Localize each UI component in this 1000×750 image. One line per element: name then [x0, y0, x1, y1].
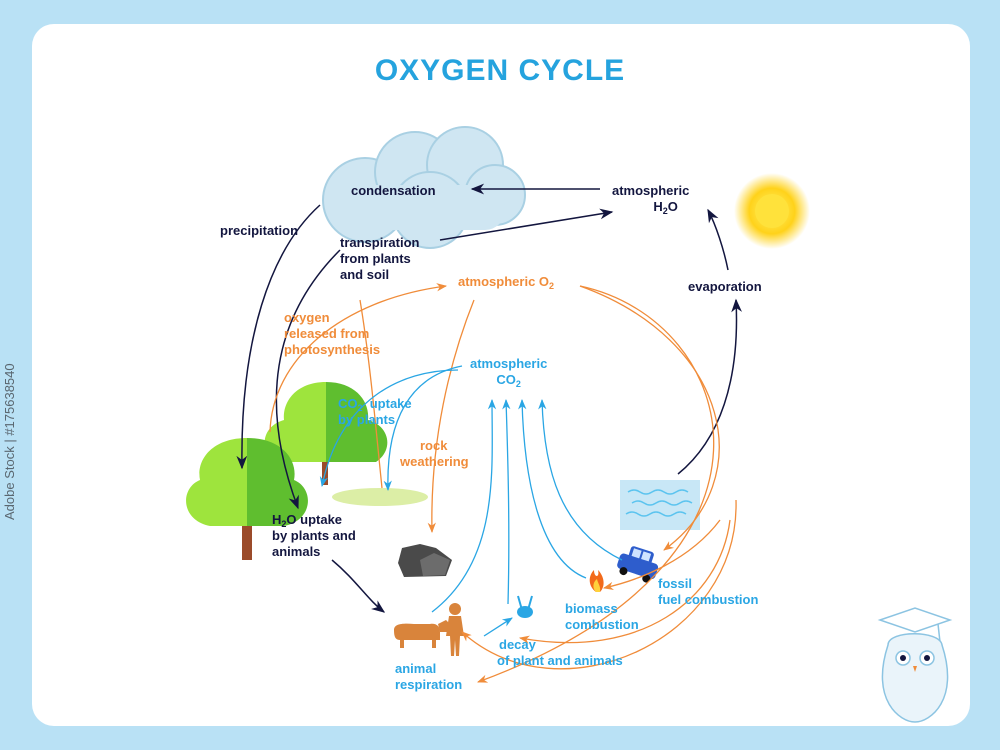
- arrow-o2-to-fire: [602, 519, 721, 591]
- label-precipitation: precipitation: [220, 223, 299, 238]
- arrow-decay-co2: [502, 398, 511, 605]
- arrow-to-decay: [483, 617, 513, 637]
- label-oxygen-released: oxygen released from photosynthesis: [284, 310, 381, 357]
- label-atmospheric-co2: atmospheric CO2: [470, 356, 548, 389]
- diagram-card: [32, 24, 970, 726]
- grass-patch: [332, 488, 428, 506]
- arrow-evaporation-top: [707, 208, 729, 271]
- label-atmospheric-o2: atmospheric O2: [458, 274, 555, 291]
- label-decay: decay of plant and animals: [497, 637, 623, 668]
- label-fossil-fuel-combustion: fossil fuel combustion: [658, 576, 759, 607]
- arrow-evaporation: [677, 298, 742, 475]
- label-biomass-combustion: biomass combustion: [565, 601, 639, 632]
- label-h2o-uptake: H2O uptake by plants and animals: [272, 512, 356, 559]
- label-evaporation: evaporation: [688, 279, 762, 294]
- cloud-icon: [322, 126, 526, 249]
- arrow-o2-to-rock: [427, 299, 475, 534]
- arrow-fire-co2: [518, 398, 587, 579]
- cow-icon: [394, 620, 452, 648]
- page-title: OXYGEN CYCLE: [374, 54, 626, 87]
- label-rock-weathering: rock weathering: [400, 438, 469, 469]
- arrow-o2-to-grass: [359, 299, 383, 489]
- arrow-car-co2: [538, 398, 623, 561]
- arrow-precipitation-2: [275, 249, 341, 510]
- arrow-precipitation-1: [236, 204, 321, 470]
- label-condensation: condensation: [351, 183, 436, 198]
- label-transpiration: transpiration from plants and soil: [340, 235, 420, 282]
- stock-credit: Adobe Stock | #175638540: [2, 363, 17, 520]
- arrow-o2-to-decay: [518, 519, 731, 644]
- arrow-respiration-co2: [431, 398, 497, 613]
- arrow-o2-released: [269, 283, 448, 433]
- label-animal-respiration: animal respiration: [395, 661, 463, 692]
- rock-icon: [398, 544, 452, 577]
- fire-icon: [589, 570, 604, 592]
- water-icon: [620, 480, 700, 530]
- arrow-co2-to-plants-1: [319, 369, 459, 488]
- arrow-o2-to-car: [579, 285, 720, 551]
- owl-icon: [877, 607, 953, 723]
- arrow-co2-to-plants-2: [383, 365, 463, 492]
- sun-icon: [734, 173, 810, 249]
- label-co2-uptake: CO2 uptake by plants: [338, 396, 412, 427]
- arrow-o2-to-respiration: [477, 285, 715, 683]
- human-icon: [446, 603, 464, 656]
- skull-icon: [517, 595, 533, 618]
- label-atmospheric-h2o: atmospheric H2O: [612, 183, 690, 216]
- arrow-h2o-uptake: [331, 559, 386, 613]
- arrow-transpiration: [439, 208, 614, 241]
- car-icon: [617, 546, 659, 583]
- arrow-o2-to-human: [461, 499, 737, 670]
